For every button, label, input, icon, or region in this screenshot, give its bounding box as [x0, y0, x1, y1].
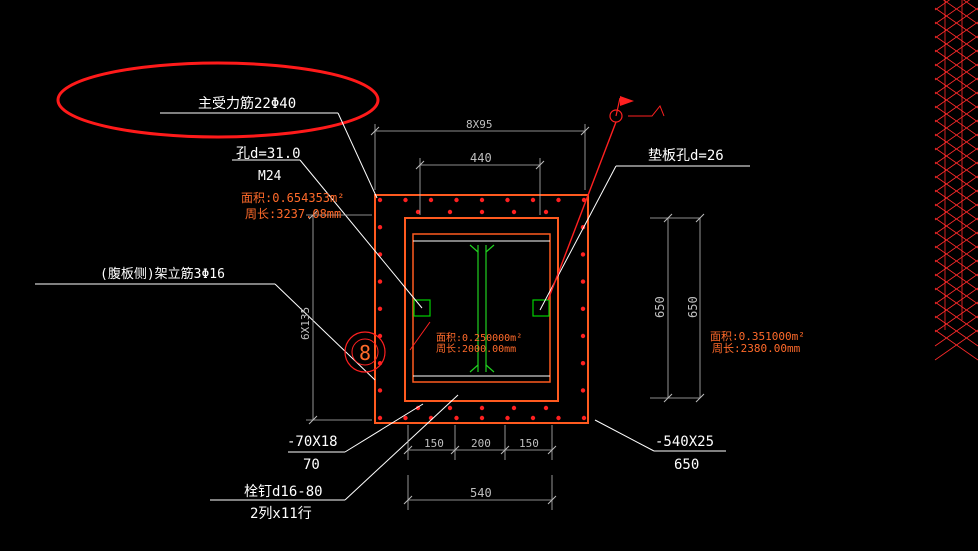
inner-section-box[interactable]: [404, 217, 559, 402]
section-marker[interactable]: 8: [344, 331, 386, 373]
bolt-point: [511, 209, 517, 215]
stud-layout-label[interactable]: 2列x11行: [250, 506, 312, 522]
bolt-point: [580, 279, 586, 284]
bolt-points: [377, 197, 587, 421]
bolt-point: [428, 197, 434, 203]
bolt-point: [543, 209, 549, 215]
bolt-point: [454, 415, 459, 421]
dim-top-inner: 440: [470, 151, 492, 165]
flange-plate-thickness-label[interactable]: 70: [303, 457, 320, 473]
hole-diameter-label[interactable]: 孔d=31.0: [236, 146, 301, 162]
bolt-point: [377, 225, 383, 230]
dimension-ticks: [308, 126, 705, 505]
bolt-point: [377, 279, 383, 284]
pad-hole-left[interactable]: [413, 299, 431, 317]
section-marker-label: 8: [359, 341, 371, 365]
bolt-point: [505, 415, 510, 421]
flange-plate-size-label[interactable]: -70X18: [287, 434, 338, 450]
pad-hole-right[interactable]: [532, 299, 550, 317]
bolt-point: [377, 306, 383, 311]
erect-rebar-label[interactable]: (腹板侧)架立筋3Φ16: [100, 266, 225, 282]
highlight-ellipse[interactable]: [56, 61, 380, 139]
outer-section-box[interactable]: [374, 194, 589, 424]
dim-right-inner: 650: [653, 296, 667, 318]
inner-area-label: 面积:0.250000m²: [436, 332, 522, 344]
steel-box[interactable]: [412, 233, 551, 383]
bolt-point: [556, 415, 561, 421]
dim-top-total: 8X95: [466, 118, 493, 131]
base-plate-width-label[interactable]: 650: [674, 457, 699, 473]
bolt-point: [377, 388, 383, 393]
bolt-point: [580, 252, 586, 257]
dim-bottom-right: 150: [519, 437, 539, 450]
dim-bottom-mid: 200: [471, 437, 491, 450]
bolt-point: [447, 209, 453, 215]
bolt-point: [580, 333, 586, 339]
dim-bottom-total: 540: [470, 486, 492, 500]
bolt-point: [505, 197, 510, 203]
base-plate-size-label[interactable]: -540X25: [655, 434, 714, 450]
dim-left-vertical: 6X135: [299, 307, 312, 340]
outer-perimeter-label: 周长:3237.08mm: [245, 207, 341, 221]
bolt-point: [511, 405, 517, 411]
dim-bottom-left: 150: [424, 437, 444, 450]
outer-area-label: 面积:0.654353m²: [241, 191, 344, 205]
bolt-point: [403, 197, 408, 203]
bolt-point: [581, 415, 587, 421]
bolt-point: [479, 415, 485, 421]
bolt-point: [454, 197, 459, 203]
dimension-lines: [306, 124, 701, 510]
bolt-point: [415, 209, 421, 215]
bolt-point: [447, 405, 453, 411]
bolt-point: [479, 197, 485, 203]
bolt-size-label[interactable]: M24: [258, 169, 282, 184]
h-beam-web: [469, 244, 495, 373]
bolt-point: [377, 415, 383, 421]
pad-hole-label[interactable]: 垫板孔d=26: [648, 148, 724, 164]
bolt-point: [530, 415, 536, 421]
truss-pattern: [934, 0, 978, 361]
stud-size-label[interactable]: 栓钉d16-80: [244, 484, 323, 500]
bolt-point: [556, 197, 561, 203]
bolt-point: [543, 405, 549, 411]
bolt-point: [580, 388, 586, 393]
flag-marker[interactable]: [547, 96, 665, 301]
leader-lines: [35, 112, 750, 501]
right-perimeter-label: 周长:2380.00mm: [712, 342, 801, 355]
bolt-point: [479, 209, 485, 215]
bolt-point: [530, 197, 536, 203]
dim-right-outer: 650: [686, 296, 700, 318]
main-rebar-label[interactable]: 主受力筋22Φ40: [198, 95, 296, 112]
inner-area-leader: [409, 321, 431, 351]
bolt-point: [479, 405, 485, 411]
bolt-point: [403, 415, 408, 421]
bolt-point: [580, 361, 586, 366]
right-area-label: 面积:0.351000m²: [710, 330, 805, 343]
bolt-point: [580, 306, 586, 311]
inner-perimeter-label: 周长:2000.00mm: [436, 343, 516, 355]
bolt-point: [377, 197, 383, 203]
